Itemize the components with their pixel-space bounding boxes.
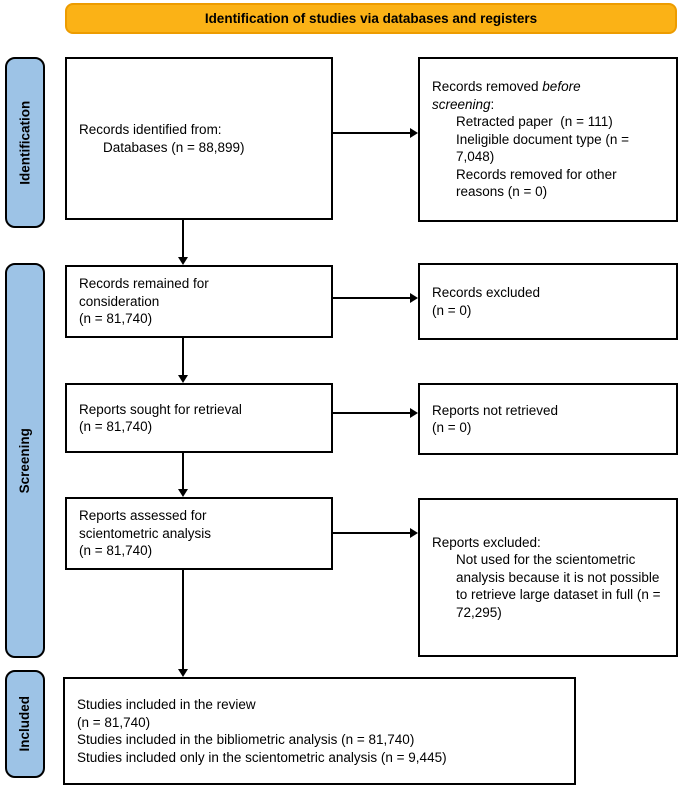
right-arrow-line	[333, 412, 410, 414]
text-fragment-italic: screening	[432, 96, 491, 112]
right-arrow-head-icon	[410, 528, 418, 538]
box-text-line: Records removed before	[432, 78, 664, 96]
box-text-line: Reports sought for retrieval	[79, 401, 242, 417]
box-text-line: Records remained for	[79, 276, 209, 292]
right-arrow-line	[333, 532, 410, 534]
box-text-line: Records excluded	[432, 285, 541, 300]
box-text-line: Studies included in the bibliometric ana…	[77, 732, 415, 747]
box-text-subitem: Databases (n = 88,899)	[103, 139, 245, 155]
down-arrow-head-icon	[178, 669, 188, 677]
down-arrow-head-icon	[178, 257, 188, 265]
records-excluded-box: Records excluded (n = 0)	[418, 263, 678, 340]
reports-not-retrieved-box: Reports not retrieved (n = 0)	[418, 383, 678, 455]
box-text-line: Reports assessed for	[79, 508, 207, 524]
phase-label-screening: Screening	[17, 427, 33, 494]
phase-bar-screening: Screening	[5, 263, 45, 658]
box-text-subitem: Not used for the scientometric analysis …	[456, 552, 665, 620]
box-text-subitem: Records removed for other reasons (n = 0…	[456, 166, 621, 200]
right-arrow-head-icon	[410, 128, 418, 138]
box-text-line: (n = 81,740)	[79, 419, 153, 434]
phase-label-included: Included	[17, 696, 33, 752]
box-text-line: (n = 81,740)	[79, 311, 153, 327]
box-text-line: Reports excluded:	[432, 534, 541, 550]
box-text-line: Reports not retrieved	[432, 402, 559, 418]
text-fragment: :	[490, 96, 495, 112]
down-arrow-line	[182, 570, 184, 669]
box-text-line: scientometric analysis	[79, 525, 212, 541]
phase-label-identification: Identification	[17, 100, 33, 185]
box-text-line: (n = 81,740)	[79, 543, 153, 559]
reports-assessed-box: Reports assessed for scientometric analy…	[65, 497, 333, 570]
down-arrow-line	[182, 453, 184, 489]
phase-bar-identification: Identification	[5, 57, 45, 228]
studies-included-box: Studies included in the review (n = 81,7…	[63, 677, 576, 785]
box-text-line: Studies included only in the scientometr…	[77, 749, 447, 765]
down-arrow-head-icon	[178, 489, 188, 497]
text-fragment: Records removed	[432, 79, 543, 95]
box-text-line: Studies included in the review	[77, 697, 256, 712]
box-text-line: screening:	[432, 96, 664, 114]
banner-title-label: Identification of studies via databases …	[204, 10, 538, 26]
box-text-line: (n = 81,740)	[77, 714, 151, 730]
box-text-line: consideration	[79, 293, 160, 309]
banner-title: Identification of studies via databases …	[65, 3, 677, 34]
down-arrow-line	[182, 220, 184, 257]
records-identified-box: Records identified from: Databases (n = …	[65, 57, 333, 220]
down-arrow-head-icon	[178, 375, 188, 383]
phase-bar-included: Included	[5, 670, 45, 778]
reports-excluded-box: Reports excluded: Not used for the scien…	[418, 498, 678, 657]
right-arrow-line	[333, 297, 410, 299]
down-arrow-line	[182, 338, 184, 375]
reports-sought-box: Reports sought for retrieval (n = 81,740…	[65, 383, 333, 453]
box-text-line: (n = 0)	[432, 420, 472, 435]
box-text-line: (n = 0)	[432, 302, 472, 318]
box-text-line: Records identified from:	[79, 122, 222, 137]
text-fragment-italic: before	[542, 79, 581, 95]
records-remained-box: Records remained for consideration (n = …	[65, 265, 333, 338]
right-arrow-head-icon	[410, 408, 418, 418]
records-removed-box: Records removed before screening: Retrac…	[418, 57, 678, 222]
right-arrow-head-icon	[410, 293, 418, 303]
box-text-subitem: Ineligible document type (n = 7,048)	[456, 131, 633, 165]
box-text-subitem: Retracted paper (n = 111)	[456, 114, 613, 130]
right-arrow-line	[333, 132, 410, 134]
